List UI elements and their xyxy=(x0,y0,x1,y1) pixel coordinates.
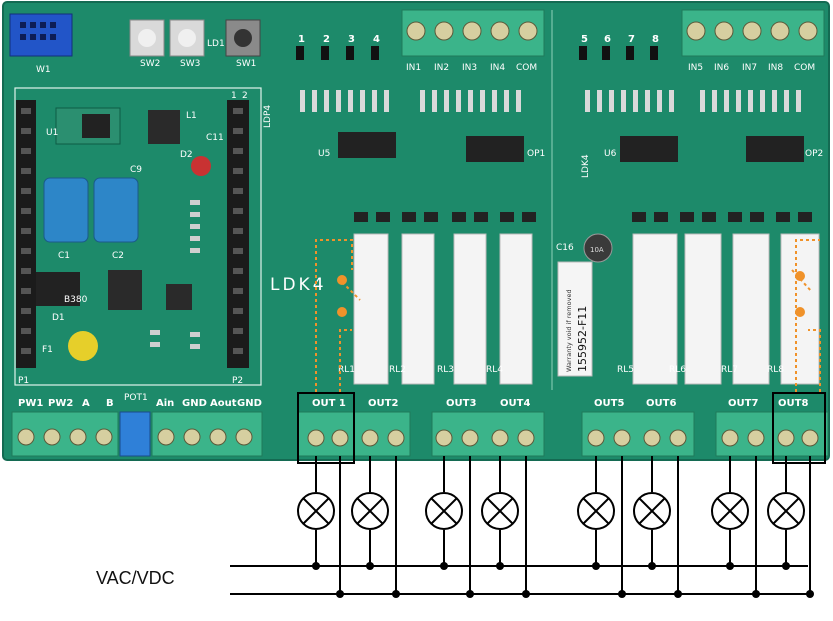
relay-label-rl1: RL1 xyxy=(338,365,355,375)
sw3-label: SW3 xyxy=(180,59,200,69)
relay-contact-overlay xyxy=(315,239,821,392)
terminal-a: A xyxy=(82,398,90,409)
d1-label: D1 xyxy=(52,313,65,323)
p2-label: P2 xyxy=(232,376,243,386)
module-frame xyxy=(14,87,262,386)
c1-label: C1 xyxy=(58,251,70,261)
potentiometer[interactable] xyxy=(119,411,151,457)
output-label-8: OUT8 xyxy=(778,398,808,409)
ldp4-label: LDP4 xyxy=(263,105,273,128)
output-label-1: OUT 1 xyxy=(312,398,346,409)
input-number-5: 5 xyxy=(581,34,588,45)
terminal-in2: IN2 xyxy=(434,63,449,73)
input-number-2: 2 xyxy=(323,34,330,45)
op2-label: OP2 xyxy=(805,149,823,159)
terminal-com-2: COM xyxy=(794,63,815,73)
terminal-pw1: PW1 xyxy=(18,398,43,409)
relay-label-rl6: RL6 xyxy=(669,365,686,375)
output-label-3: OUT3 xyxy=(446,398,476,409)
w1-label: W1 xyxy=(36,65,51,75)
c2-label: C2 xyxy=(112,251,124,261)
c16-label: C16 xyxy=(556,243,574,253)
serial-number: 155952-F11 xyxy=(576,306,589,372)
c11-label: C11 xyxy=(206,133,224,143)
p1-label: P1 xyxy=(18,376,29,386)
relay-label-rl7: RL7 xyxy=(721,365,738,375)
output-label-4: OUT4 xyxy=(500,398,530,409)
relays xyxy=(353,233,820,385)
input-number-4: 4 xyxy=(373,34,380,45)
terminal-ain: Ain xyxy=(156,398,174,409)
relay-label-rl8: RL8 xyxy=(767,365,784,375)
relay-label-rl5: RL5 xyxy=(617,365,634,375)
push-buttons xyxy=(129,19,261,57)
relay-label-rl4: RL4 xyxy=(486,365,503,375)
highlight-out8 xyxy=(772,392,826,464)
ld1-label: LD1 xyxy=(207,39,225,49)
u5-label: U5 xyxy=(318,149,330,159)
board-title: LDK4 xyxy=(270,275,327,295)
c16-value: 10A xyxy=(590,246,604,254)
output-label-2: OUT2 xyxy=(368,398,398,409)
input-number-1: 1 xyxy=(298,34,305,45)
terminal-pw2: PW2 xyxy=(48,398,73,409)
warranty-text: Warranty void if removed xyxy=(565,289,573,372)
terminal-in6: IN6 xyxy=(714,63,729,73)
l1-label: L1 xyxy=(186,111,197,121)
f1-label: F1 xyxy=(42,345,53,355)
terminal-gnd-2: GND xyxy=(237,398,262,409)
input-number-8: 8 xyxy=(652,34,659,45)
sw1-label: SW1 xyxy=(236,59,256,69)
terminal-in1: IN1 xyxy=(406,63,421,73)
op1-label: OP1 xyxy=(527,149,545,159)
lamp-icons xyxy=(297,492,805,530)
c9-label: C9 xyxy=(130,165,142,175)
terminal-gnd-1: GND xyxy=(182,398,207,409)
output-label-7: OUT7 xyxy=(728,398,758,409)
terminal-in8: IN8 xyxy=(768,63,783,73)
terminal-b: B xyxy=(106,398,114,409)
b380-label: B380 xyxy=(64,295,88,305)
output-label-5: OUT5 xyxy=(594,398,624,409)
warranty-sticker xyxy=(557,261,593,377)
terminal-in4: IN4 xyxy=(490,63,505,73)
u6-label: U6 xyxy=(604,149,617,159)
input-number-6: 6 xyxy=(604,34,611,45)
header-1-label: 1 xyxy=(231,91,237,101)
sw2-label: SW2 xyxy=(140,59,160,69)
output-label-6: OUT6 xyxy=(646,398,676,409)
relay-label-rl3: RL3 xyxy=(437,365,454,375)
u1-label: U1 xyxy=(46,128,58,138)
d2-label: D2 xyxy=(180,150,193,160)
highlight-out1 xyxy=(297,392,355,464)
terminal-in5: IN5 xyxy=(688,63,703,73)
pot1-label: POT1 xyxy=(124,393,148,403)
pcb-board xyxy=(3,2,829,460)
supply-label: VAC/VDC xyxy=(96,568,175,588)
input-number-7: 7 xyxy=(628,34,635,45)
terminal-in7: IN7 xyxy=(742,63,757,73)
relay-label-rl2: RL2 xyxy=(389,365,406,375)
input-number-3: 3 xyxy=(348,34,355,45)
terminal-in3: IN3 xyxy=(462,63,477,73)
junction-dots xyxy=(312,562,814,598)
ldk4-label: LDK4 xyxy=(581,154,591,178)
terminal-aout: Aout xyxy=(210,398,237,409)
header-2-label: 2 xyxy=(242,91,248,101)
terminal-com-1: COM xyxy=(516,63,537,73)
wiring-diagram xyxy=(230,456,811,595)
